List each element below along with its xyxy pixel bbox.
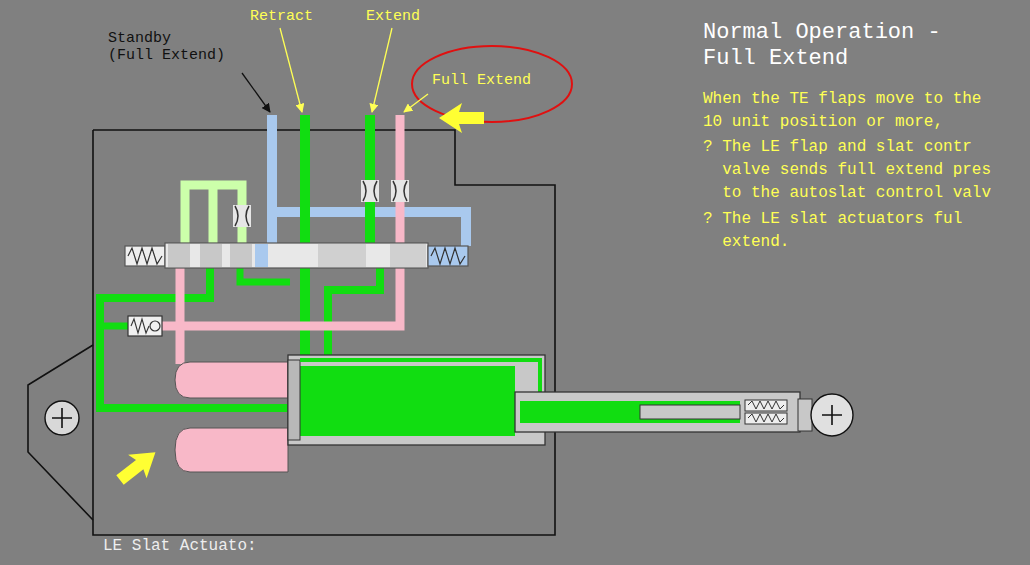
check-valve: [128, 316, 162, 336]
spool-spring-box: [125, 246, 165, 266]
full-extend-line: [176, 268, 185, 364]
description-text: ? The LE slat actuators ful extend.: [703, 208, 991, 254]
pointer-arrow: [111, 440, 165, 491]
bolt-cross: [52, 408, 72, 428]
description-text: ? The LE flap and slat contr valve sends…: [703, 136, 991, 205]
restrictor-symbol: [363, 181, 377, 201]
mount-bracket: [28, 345, 93, 520]
text-anchor: ? The LE flap and slat contr valve sends…: [703, 136, 991, 205]
rod-bore: [520, 401, 740, 423]
restrictor-body: [361, 180, 379, 202]
text-anchor: LE Slat Actuato:: [103, 537, 257, 555]
description-text: When the TE flaps move to the 10 unit po…: [703, 88, 991, 134]
check-ball: [150, 321, 160, 331]
port-label: Extend: [366, 8, 420, 25]
text-anchor: ? The LE slat actuators ful extend.: [703, 208, 991, 254]
full-extend-line: [162, 115, 400, 326]
spool-body: [165, 243, 428, 268]
return-line: [100, 268, 290, 408]
port-label: Standby (Full Extend): [108, 30, 225, 64]
leader-line: [372, 28, 392, 112]
restrictor-body: [233, 205, 251, 227]
rod-spring-box: [745, 413, 787, 424]
return-line: [240, 268, 290, 282]
spool-land: [230, 244, 252, 267]
text-anchor: Standby (Full Extend): [108, 30, 225, 64]
title-text: Normal Operation - Full Extend: [703, 20, 954, 72]
lock-chamber: [175, 362, 288, 398]
extend-chamber: [300, 366, 515, 436]
spool-land: [168, 244, 190, 267]
return-line: [100, 323, 128, 330]
extend-line: [328, 268, 380, 356]
piston-rod: [515, 392, 800, 432]
restrictor-symbol: [393, 181, 407, 201]
spool-spring-box: [428, 246, 468, 266]
text-anchor: Retract: [250, 8, 313, 25]
eye-cross: [822, 405, 842, 425]
text-anchor: When the TE flaps move to the 10 unit po…: [703, 88, 991, 134]
spool-land: [390, 244, 426, 267]
leader-line: [280, 28, 302, 112]
leader-line: [404, 94, 428, 112]
housing-outline: [93, 130, 555, 535]
retract-line: [300, 115, 310, 243]
part-label: LE Slat Actuato:: [103, 537, 257, 555]
spring-symbol: [128, 248, 162, 264]
spool-land: [255, 244, 268, 267]
mount-bolt: [45, 401, 79, 435]
retract-channel: [300, 360, 540, 392]
spool-land: [200, 244, 222, 267]
port-label: Full Extend: [432, 72, 531, 89]
restrictor-body: [391, 180, 409, 202]
retract-line: [300, 268, 310, 356]
rod-spring-box: [745, 400, 787, 411]
standby-line: [258, 115, 272, 262]
spring-symbol: [431, 248, 465, 264]
spring-symbol: [131, 319, 149, 333]
text-anchor: Normal Operation - Full Extend: [703, 20, 954, 72]
port-label: Retract: [250, 8, 313, 25]
rod-end: [798, 399, 812, 431]
pointer-arrow: [439, 103, 484, 133]
spool-land: [318, 244, 366, 267]
text-anchor: Extend: [366, 8, 420, 25]
text-anchor: Full Extend: [432, 72, 531, 89]
extend-line: [365, 115, 375, 243]
lock-chamber: [175, 428, 288, 472]
spring-symbol: [748, 414, 784, 422]
piston-head: [288, 360, 300, 440]
leader-line: [242, 73, 270, 112]
spring-symbol: [748, 401, 784, 409]
restrictor-symbol: [235, 206, 249, 226]
rod-eye: [811, 394, 853, 436]
cylinder-body: [288, 355, 545, 445]
inner-rod: [640, 405, 740, 419]
highlight-ellipse: [412, 46, 572, 122]
